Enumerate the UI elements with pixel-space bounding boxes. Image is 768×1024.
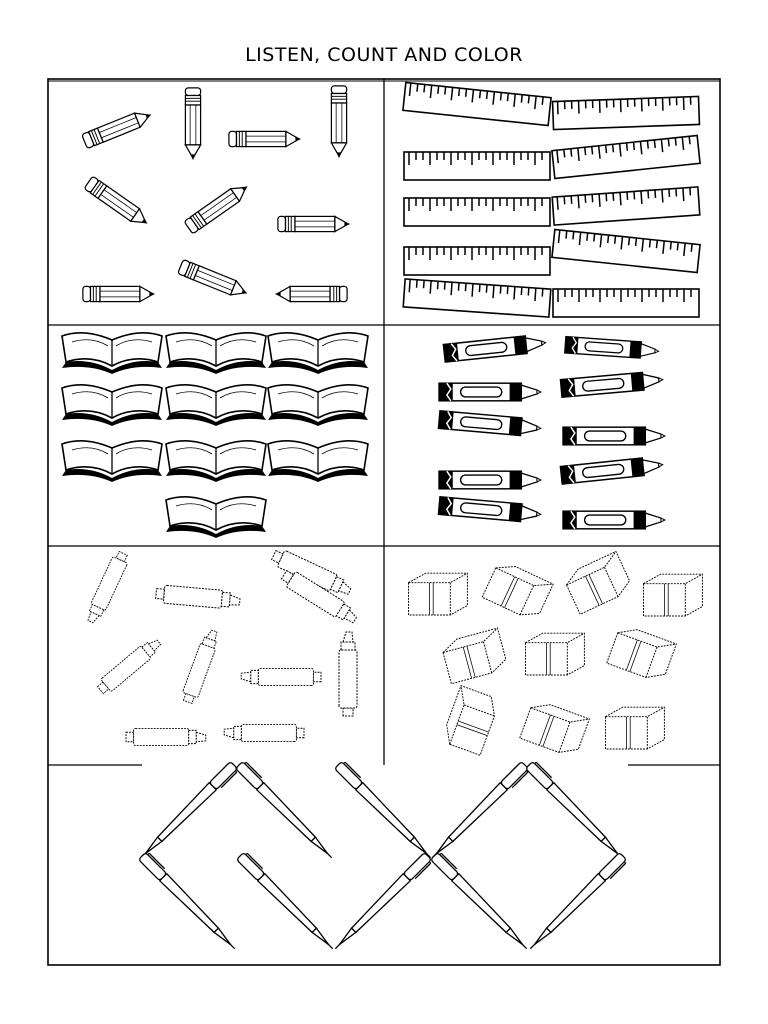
pen-section <box>137 759 629 955</box>
grid-lines <box>47 78 721 966</box>
pencil-icon <box>228 130 302 148</box>
ruler-icon <box>552 288 700 318</box>
pencil-icon <box>82 285 156 303</box>
pencil-icon <box>81 106 155 150</box>
crayon-icon <box>564 335 660 361</box>
ruler-icon <box>403 151 551 181</box>
pen-icon <box>429 850 533 953</box>
eraser-icon <box>440 685 501 756</box>
pen-icon <box>331 851 434 955</box>
book-icon <box>165 495 267 539</box>
crayon-icon <box>562 510 666 530</box>
highlighter-icon <box>179 627 222 706</box>
eraser-section <box>408 551 703 759</box>
eraser-icon <box>606 623 677 684</box>
crayon-section <box>437 333 666 530</box>
ruler-icon <box>551 134 701 180</box>
crayon-icon <box>438 470 542 490</box>
ruler-icon <box>551 186 701 226</box>
book-icon <box>165 383 267 427</box>
pen-icon <box>137 760 240 864</box>
ruler-icon <box>551 228 701 274</box>
pencil-icon <box>274 285 348 303</box>
book-icon <box>165 331 267 375</box>
highlighter-section <box>83 546 361 747</box>
highlighter-icon <box>125 727 207 747</box>
pencil-icon <box>83 175 153 231</box>
eraser-icon <box>643 573 703 617</box>
book-section <box>61 331 369 539</box>
highlighter-icon <box>223 723 305 743</box>
pen-icon <box>526 851 629 955</box>
book-icon <box>267 331 369 375</box>
book-icon <box>61 439 163 483</box>
pencil-icon <box>277 215 351 233</box>
highlighter-icon <box>154 584 242 611</box>
book-icon <box>267 383 369 427</box>
pencil-icon <box>183 179 253 235</box>
pen-icon <box>234 759 338 862</box>
pen-icon <box>137 850 241 953</box>
crayon-icon <box>438 382 542 402</box>
eraser-icon <box>519 698 590 759</box>
crayon-icon <box>562 426 666 446</box>
book-icon <box>165 439 267 483</box>
ruler-icon <box>403 197 551 227</box>
highlighter-icon <box>338 631 358 717</box>
pen-icon <box>235 850 339 953</box>
pen-icon <box>428 760 531 864</box>
pen-icon <box>333 759 437 862</box>
highlighter-icon <box>83 549 132 626</box>
ruler-icon <box>402 81 552 127</box>
pencil-icon <box>330 85 348 159</box>
crayon-icon <box>442 333 548 363</box>
pen-icon <box>524 759 628 862</box>
eraser-icon <box>408 572 468 616</box>
eraser-icon <box>605 706 665 750</box>
crayon-icon <box>437 410 543 438</box>
crayon-icon <box>559 455 665 485</box>
ruler-section <box>402 81 701 318</box>
ruler-icon <box>402 278 552 318</box>
ruler-icon <box>403 246 551 276</box>
highlighter-icon <box>94 634 164 697</box>
book-icon <box>267 439 369 483</box>
worksheet-title: LISTEN, COUNT AND COLOR <box>245 44 523 66</box>
pencil-section <box>81 85 351 303</box>
eraser-icon <box>562 551 635 615</box>
crayon-icon <box>559 370 665 398</box>
pencil-icon <box>184 87 202 161</box>
ruler-icon <box>551 95 701 131</box>
book-icon <box>61 383 163 427</box>
eraser-icon <box>481 558 554 623</box>
crayon-icon <box>437 496 543 524</box>
eraser-icon <box>440 627 509 685</box>
book-icon <box>61 331 163 375</box>
pencil-icon <box>177 258 251 302</box>
eraser-icon <box>525 632 585 676</box>
highlighter-icon <box>240 667 322 687</box>
